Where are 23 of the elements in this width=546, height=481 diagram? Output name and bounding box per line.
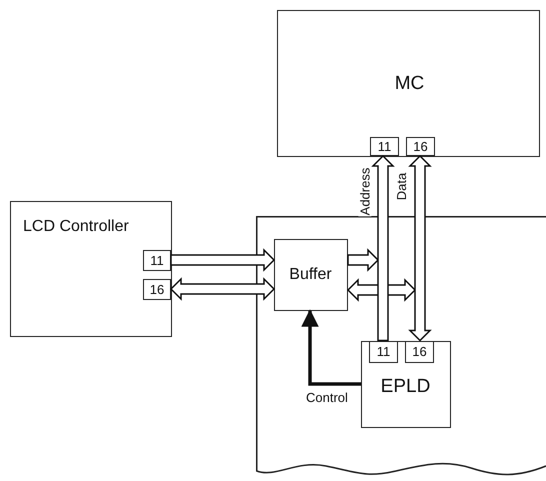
edge-label: Address: [358, 166, 372, 216]
pin-count-label: 11: [370, 137, 399, 156]
component-box: [10, 201, 172, 337]
pin-count-label: 16: [405, 340, 434, 362]
edge-label: Data: [396, 172, 408, 201]
component-name: LCD Controller: [23, 218, 129, 236]
pin-count-label: 11: [143, 250, 171, 271]
component-box: [361, 341, 451, 428]
component-name: MC: [394, 73, 426, 95]
edge-label: Control: [305, 391, 349, 404]
pin-count-label: 16: [143, 279, 171, 300]
pin-count-label: 16: [406, 137, 435, 156]
bus-arrow: [170, 248, 276, 272]
bus-arrow: [347, 248, 380, 272]
bus-arrow: [170, 277, 276, 301]
bus-arrow: [408, 154, 432, 342]
pin-count-label: 11: [369, 340, 398, 362]
component-name: EPLD: [380, 376, 432, 398]
component-box: [277, 10, 540, 157]
control-arrow: [301, 309, 361, 386]
component-name: Buffer: [288, 266, 333, 284]
bus-arrow: [371, 154, 395, 342]
component-box: [274, 239, 348, 311]
